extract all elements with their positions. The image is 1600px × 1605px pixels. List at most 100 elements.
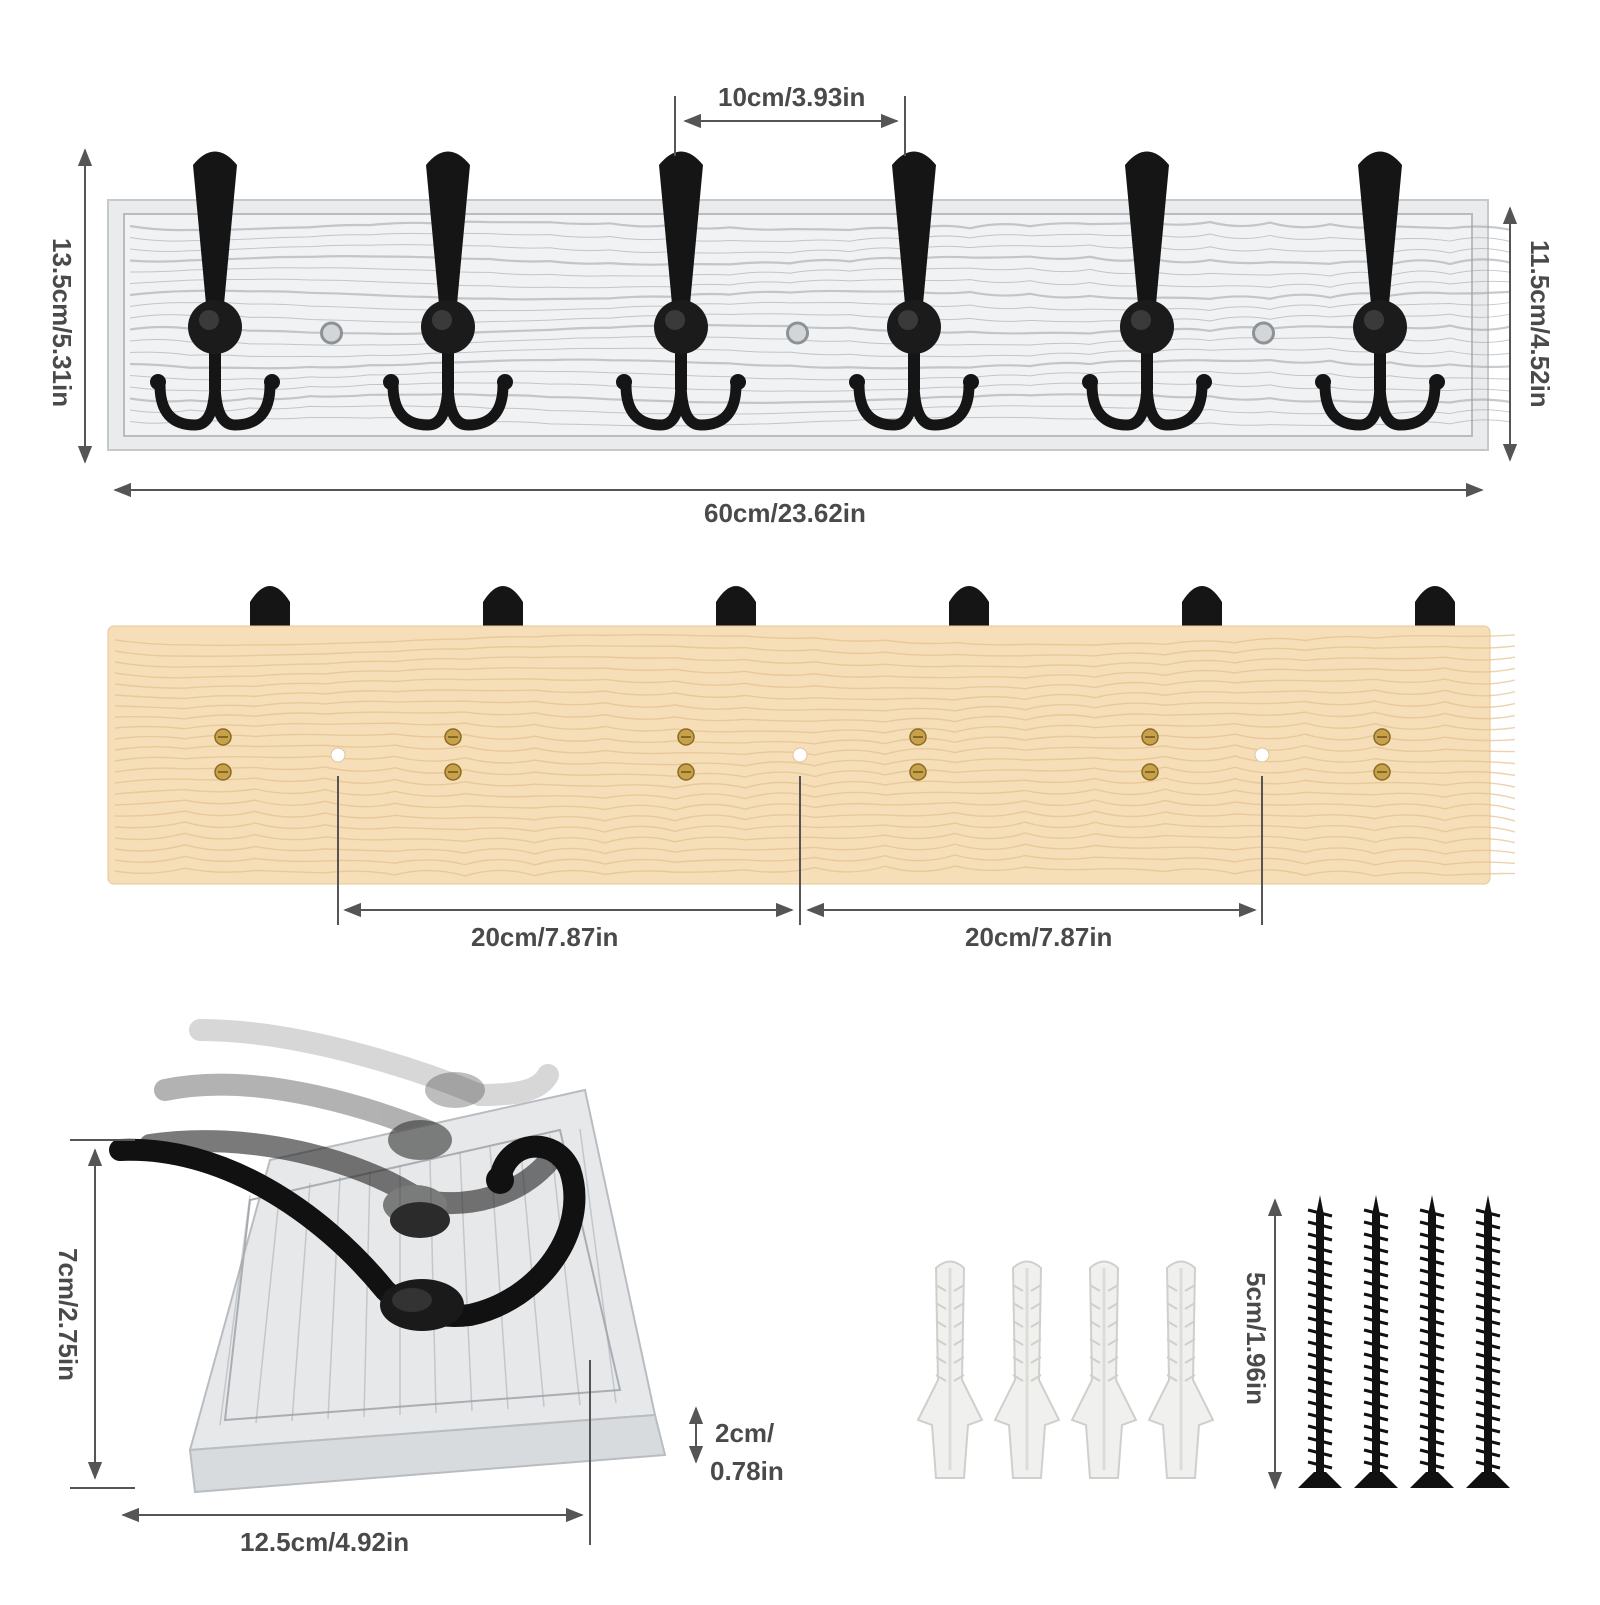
natural-grain-line xyxy=(114,821,1516,833)
screw-thread xyxy=(1475,1208,1501,1470)
screw-head xyxy=(1298,1472,1342,1488)
anchor-rib xyxy=(1012,1338,1024,1346)
natural-grain-line xyxy=(114,744,1516,756)
dimension-lines-top xyxy=(77,96,1518,498)
hook-height-label: 7cm/2.75in xyxy=(53,1248,83,1381)
natural-grain-line xyxy=(114,667,1516,679)
anchor-rib xyxy=(1166,1284,1178,1292)
hook-knob-right xyxy=(264,374,280,390)
anchor-rib xyxy=(953,1338,965,1346)
hook-tip-icon xyxy=(250,586,290,630)
grain-line xyxy=(129,289,1511,301)
grain-line xyxy=(129,278,1511,289)
anchor-rib xyxy=(1184,1356,1196,1364)
anchor-rib xyxy=(1166,1356,1178,1364)
wood-grain-lines xyxy=(129,220,1511,427)
natural-grain-line xyxy=(114,689,1516,701)
hook-upper-arm xyxy=(892,151,936,315)
anchor-rib xyxy=(953,1374,965,1382)
mounting-hole xyxy=(330,747,346,763)
hook-side-profile xyxy=(109,1135,586,1331)
hook-upper-arm xyxy=(659,151,703,315)
ghost-hook-far xyxy=(189,1019,559,1107)
screw-head xyxy=(1466,1472,1510,1488)
grain-line xyxy=(129,313,1511,323)
grain-line xyxy=(129,324,1511,336)
wall-anchor-icon xyxy=(993,1260,1061,1479)
screw-thread xyxy=(1419,1208,1445,1470)
wall-anchors xyxy=(916,1260,1215,1479)
side-grain-line xyxy=(363,1170,371,1418)
grain-line xyxy=(129,244,1511,254)
brass-screw-icon xyxy=(677,763,695,781)
side-grain-line xyxy=(219,1194,251,1426)
natural-grain-line xyxy=(114,634,1516,647)
board-thickness-label-line2: 0.78in xyxy=(710,1456,784,1486)
natural-grain-line xyxy=(114,733,1516,745)
grain-line xyxy=(129,416,1511,427)
natural-grain-line xyxy=(114,777,1516,789)
wall-screw-icon xyxy=(1354,1195,1398,1488)
natural-grain-line xyxy=(114,788,1516,800)
mounting-hole xyxy=(320,321,343,345)
screw-head xyxy=(1410,1472,1454,1488)
hook-knob-left xyxy=(150,374,166,390)
natural-grain-line xyxy=(114,656,1516,668)
wall-screw-icon xyxy=(1298,1195,1342,1488)
anchor-rib xyxy=(1089,1374,1101,1382)
hook-upper-arm xyxy=(426,151,470,315)
wall-anchor-icon xyxy=(1147,1260,1215,1479)
grain-line xyxy=(129,267,1511,277)
brass-screw-icon xyxy=(1373,763,1391,781)
hook-tip-icon xyxy=(483,586,523,630)
mounting-hole xyxy=(786,321,809,345)
grain-line xyxy=(129,382,1511,392)
natural-grain-line xyxy=(114,755,1516,767)
anchor-rib xyxy=(1166,1320,1178,1328)
anchor-rib xyxy=(1012,1356,1024,1364)
anchor-rib xyxy=(1184,1338,1196,1346)
hook-base-highlight xyxy=(1364,310,1384,330)
mounting-hole xyxy=(1252,321,1275,345)
mounting-holes-back xyxy=(330,747,1270,763)
wall-screw-icon xyxy=(1466,1195,1510,1488)
anchor-rib xyxy=(935,1374,947,1382)
natural-grain-line xyxy=(114,645,1516,657)
anchor-rib xyxy=(1012,1320,1024,1328)
natural-grain-line xyxy=(114,700,1516,712)
hook-knob-right xyxy=(1196,374,1212,390)
brass-screw-icon xyxy=(214,728,232,746)
natural-grain-line xyxy=(114,766,1516,778)
anchor-rib xyxy=(1184,1302,1196,1310)
natural-grain-line xyxy=(114,832,1516,844)
anchor-rib xyxy=(1166,1302,1178,1310)
anchor-rib xyxy=(1012,1374,1024,1382)
anchor-rib xyxy=(1012,1302,1024,1310)
anchor-rib xyxy=(1107,1338,1119,1346)
wall-screws xyxy=(1298,1195,1510,1488)
anchor-rib xyxy=(1184,1284,1196,1292)
white-rack-front-view xyxy=(107,151,1511,451)
grain-line xyxy=(129,301,1511,312)
board-height-label: 11.5cm/4.52in xyxy=(1525,240,1555,408)
anchor-rib xyxy=(953,1302,965,1310)
wall-anchor-icon xyxy=(1070,1260,1138,1479)
screw-thread xyxy=(1307,1208,1333,1470)
hook-base-highlight xyxy=(898,310,918,330)
grain-line xyxy=(129,370,1511,381)
side-grain-line xyxy=(549,1134,581,1406)
total-height-label: 13.5cm/5.31in xyxy=(47,238,77,408)
hook-spacing-label: 10cm/3.93in xyxy=(718,82,866,112)
board-thickness-label-line1: 2cm/ xyxy=(715,1418,775,1448)
anchor-rib xyxy=(935,1320,947,1328)
anchor-rib xyxy=(1107,1374,1119,1382)
anchor-rib xyxy=(1089,1320,1101,1328)
anchor-rib xyxy=(1166,1338,1178,1346)
hook-tip-icon xyxy=(949,586,989,630)
hook-knob-left xyxy=(849,374,865,390)
hook-upper-arm xyxy=(1125,151,1169,315)
mounting-hole xyxy=(792,747,808,763)
anchor-rib xyxy=(1030,1284,1042,1292)
